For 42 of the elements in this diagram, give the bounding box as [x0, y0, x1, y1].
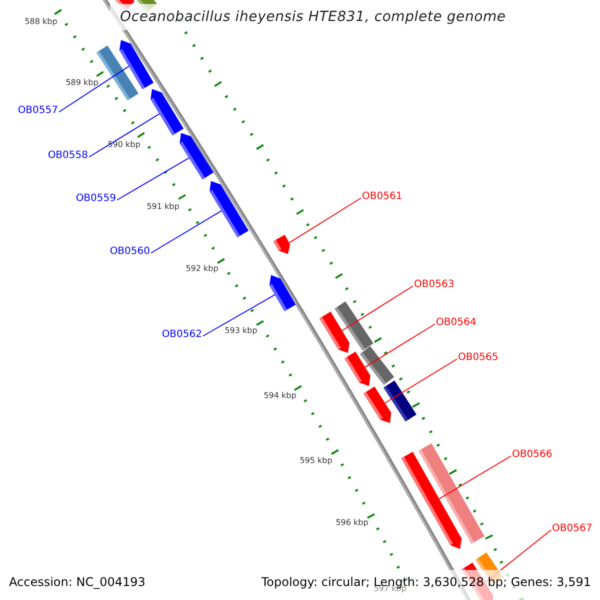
leader-line	[384, 358, 458, 404]
gene-label: OB0565	[458, 353, 498, 363]
tick-label: 596 kbp	[336, 519, 368, 527]
leader-line	[88, 113, 160, 158]
leader-line	[288, 198, 362, 244]
title: Oceanobacillus iheyensis HTE831, complete genome	[120, 10, 506, 24]
gene-label: OB0559	[76, 194, 116, 204]
leader-line	[364, 324, 436, 368]
gene-label: OB0563	[414, 280, 454, 290]
gene-block	[269, 275, 296, 312]
gene-block	[210, 181, 249, 238]
gene-block	[364, 386, 392, 423]
gene-label: OB0564	[436, 318, 476, 328]
gene-block	[319, 312, 350, 353]
gene-label: OB0562	[162, 330, 202, 340]
gene-label: OB0567	[552, 524, 592, 534]
tick-label: 595 kbp	[300, 457, 332, 465]
tick-label: 592 kbp	[186, 265, 218, 273]
leader-line	[150, 210, 222, 254]
tick-label: 589 kbp	[66, 79, 98, 87]
tick-label: 594 kbp	[264, 392, 296, 400]
gene-label: OB0560	[110, 247, 150, 257]
gene-block	[401, 452, 462, 549]
leader-line	[116, 157, 190, 200]
leader-line	[202, 294, 276, 336]
gene-block	[150, 89, 184, 136]
footer-text: Accession: NC_004193	[9, 576, 146, 588]
tick-label: 588 kbp	[24, 18, 58, 26]
gene-block	[273, 234, 290, 254]
tick-label: 593 kbp	[224, 327, 258, 335]
tick-label: 590 kbp	[108, 141, 140, 149]
gene-label: OB0558	[48, 151, 88, 161]
gene-block	[344, 352, 370, 386]
gene-label: OB0566	[512, 450, 552, 460]
gene-block	[180, 133, 214, 180]
gene-label: OB0557	[18, 106, 58, 116]
leader-line	[342, 286, 414, 332]
leader-line	[58, 66, 130, 112]
tick-label: 591 kbp	[146, 203, 180, 211]
gene-label: OB0561	[362, 192, 402, 202]
gene-block	[119, 40, 154, 90]
leader-line	[438, 456, 512, 500]
